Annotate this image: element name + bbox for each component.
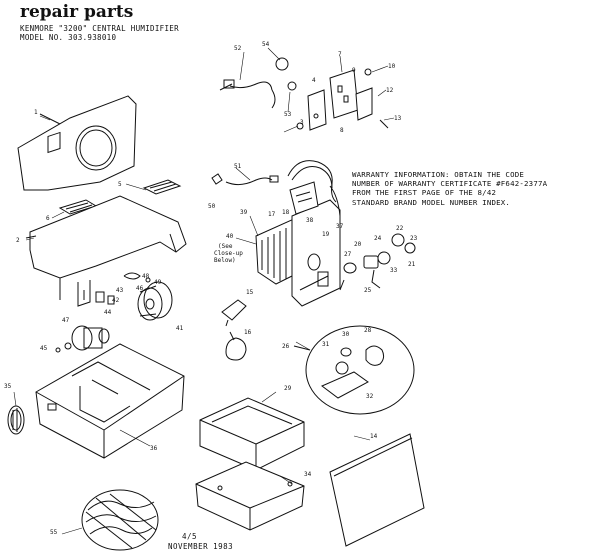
callout-label: 27: [344, 251, 352, 258]
callout-label: 10: [388, 63, 396, 70]
relay-brackets: [296, 68, 389, 131]
callout-label: 9: [352, 67, 356, 74]
callout-label: 32: [366, 393, 374, 400]
closeup-note: Close-up: [214, 250, 243, 257]
callout-label: 43: [116, 287, 124, 294]
callout-label: 49: [154, 279, 162, 286]
top-cover: [25, 195, 187, 300]
callout-label: 46: [136, 285, 144, 292]
control-housing: [291, 199, 341, 307]
callout-label: 55: [50, 529, 58, 536]
callout-label: 2: [16, 237, 20, 244]
callout-label: 6: [46, 215, 50, 222]
callout-label: 7: [338, 51, 342, 58]
callout-label: 51: [234, 163, 242, 170]
blower-wheel: [137, 281, 173, 321]
callout-label: 8: [340, 127, 344, 134]
humidistat-plate: [289, 181, 319, 215]
warranty-line: FROM THE FIRST PAGE OF THE 8/42: [352, 188, 497, 198]
callout-label: 18: [282, 209, 290, 216]
power-cord: [211, 173, 279, 186]
callout-label: 17: [268, 211, 276, 218]
callout-label: 1: [34, 109, 38, 116]
water-pan: [199, 397, 305, 471]
product-name: KENMORE "3200" CENTRAL HUMIDIFIER: [20, 24, 179, 33]
page-ref: 4/5: [182, 532, 198, 541]
warranty-note: WARRANTY INFORMATION: OBTAIN THE CODE NU…: [352, 170, 602, 207]
callout-label: 14: [370, 433, 378, 440]
front-cover: [329, 433, 425, 547]
float-switch: [221, 299, 247, 361]
callout-label: 21: [408, 261, 416, 268]
callout-label: 26: [282, 343, 290, 350]
base-pan: [35, 343, 185, 459]
callout-label: 45: [40, 345, 48, 352]
callout-label: 47: [62, 317, 70, 324]
callout-label: 30: [342, 331, 350, 338]
callout-label: 35: [4, 383, 12, 390]
callout-label: 34: [304, 471, 312, 478]
motor-bracket: [77, 280, 115, 307]
closeup-note: Below): [214, 257, 236, 264]
closeup-view: [293, 325, 415, 415]
callout-label: 20: [354, 241, 362, 248]
callout-label: 3: [300, 119, 304, 126]
warranty-line: STANDARD BRAND MODEL NUMBER INDEX.: [352, 197, 511, 207]
valve-parts: [339, 233, 416, 291]
warranty-line: WARRANTY INFORMATION: OBTAIN THE CODE: [352, 170, 525, 179]
model-number: MODEL NO. 303.938010: [20, 33, 117, 42]
callout-label: 15: [246, 289, 254, 296]
callout-label: 16: [244, 329, 252, 336]
callout-label: 42: [112, 297, 120, 304]
callout-label: 28: [364, 327, 372, 334]
panel-closeup: [81, 489, 159, 551]
callout-label: 24: [374, 235, 382, 242]
callout-label: 38: [306, 217, 314, 224]
drain-fitting: [7, 405, 25, 435]
callout-label: 31: [322, 341, 330, 348]
closeup-note: (See: [218, 243, 233, 250]
callout-label: 37: [336, 223, 344, 230]
callout-label: 39: [240, 209, 248, 216]
lower-pan: [195, 461, 305, 531]
callout-label: 12: [386, 87, 394, 94]
callout-label: 41: [176, 325, 184, 332]
callout-label: 52: [234, 45, 242, 52]
callout-label: 29: [284, 385, 292, 392]
callout-label: 4: [312, 77, 316, 84]
back-panel: [17, 95, 137, 191]
page-title: repair parts: [20, 2, 134, 22]
leader-lines: [13, 47, 395, 535]
callout-label: 48: [142, 273, 150, 280]
callout-label: 13: [394, 115, 402, 122]
callout-label: 40: [226, 233, 234, 240]
callout-label: 22: [396, 225, 404, 232]
warranty-line: NUMBER OF WARRANTY CERTIFICATE #F642-237…: [352, 179, 548, 189]
callout-label: 44: [104, 309, 112, 316]
motor: [55, 325, 110, 353]
wire-harness: [287, 160, 341, 217]
clip: [123, 272, 151, 283]
filter-grilles: [58, 179, 182, 215]
callout-label: 19: [322, 231, 330, 238]
callout-labels: 1 2 3 4 5 6 7 8 9 10 12 13 14 15 16 17 1…: [4, 41, 418, 536]
callout-label: 33: [390, 267, 398, 274]
callout-label: 25: [364, 287, 372, 294]
callout-label: 36: [150, 445, 158, 452]
callout-label: 54: [262, 41, 270, 48]
callout-label: 53: [284, 111, 292, 118]
switch-cord: [219, 57, 297, 109]
callout-label: 5: [118, 181, 122, 188]
callout-label: 23: [410, 235, 418, 242]
revision-date: NOVEMBER 1983: [168, 542, 234, 551]
callout-label: 50: [208, 203, 216, 210]
